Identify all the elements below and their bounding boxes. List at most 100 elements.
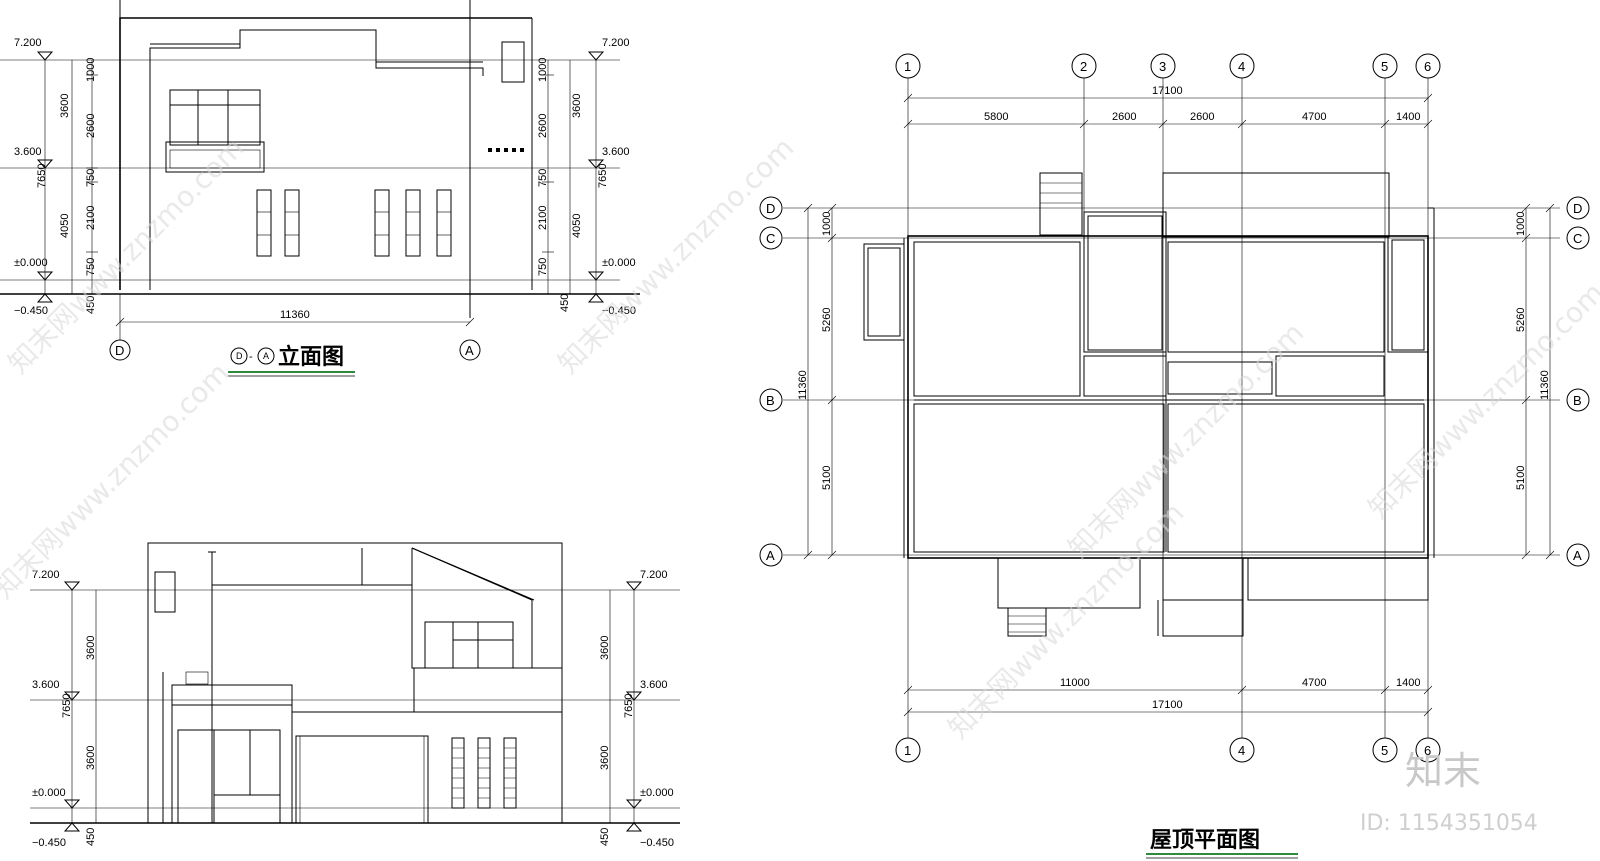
- level-label: −0.450: [14, 305, 48, 317]
- dimension: 5260: [821, 308, 833, 332]
- dimension: 450: [559, 294, 571, 312]
- dimension-total: 17100: [1152, 85, 1183, 97]
- level-label: 7.200: [32, 569, 60, 581]
- dimension: 3600: [85, 746, 97, 770]
- level-label: ±0.000: [602, 257, 636, 269]
- dimension-total: 11360: [797, 370, 809, 400]
- title-dash: -: [249, 351, 253, 363]
- axis-label: A: [465, 343, 474, 358]
- axis-label: C: [1573, 231, 1582, 246]
- level-label: ±0.000: [14, 257, 48, 269]
- level-label: ±0.000: [640, 787, 674, 799]
- level-label: −0.450: [32, 837, 66, 849]
- lower-windows: [256, 189, 452, 257]
- axis-label: 5: [1381, 743, 1388, 758]
- dimension: 750: [85, 258, 97, 276]
- axis-label: 1: [904, 743, 911, 758]
- dimension: 3600: [85, 636, 97, 660]
- dimension: 3600: [59, 94, 71, 118]
- level-label: 3.600: [640, 679, 668, 691]
- watermark-text: 知末网www.znzmo.com: [552, 131, 801, 380]
- dimension: 7650: [597, 164, 609, 188]
- title-axis-mark: A: [263, 351, 269, 361]
- level-label: ±0.000: [32, 787, 66, 799]
- vent-holes: [488, 148, 524, 152]
- watermark-text: 知末网www.znzmo.com: [1062, 316, 1311, 565]
- level-label: 7.200: [602, 37, 630, 49]
- watermark-text: 知末网www.znzmo.com: [1362, 276, 1600, 525]
- axis-label: 6: [1424, 59, 1431, 74]
- roof-plan: 17100 5800 2600 2600 4700 1400 11000 470…: [759, 53, 1590, 859]
- axis-label: 4: [1238, 743, 1245, 758]
- dimension: 450: [599, 828, 611, 846]
- image-id-label: ID: 1154351054: [1360, 811, 1538, 836]
- level-label: −0.450: [640, 837, 674, 849]
- dimension: 4700: [1302, 111, 1326, 123]
- elevation-d-a: 7.200 3.600 ±0.000 −0.450 7.200 3.600 ±0…: [0, 0, 640, 377]
- dimension: 2600: [85, 114, 97, 138]
- title-axis-mark: D: [236, 351, 243, 361]
- dimension: 2600: [1112, 111, 1136, 123]
- dimension: 450: [85, 828, 97, 846]
- dimension: 11000: [1060, 677, 1090, 689]
- dimension: 1400: [1396, 677, 1420, 689]
- dimension: 5800: [984, 111, 1008, 123]
- level-label: −0.450: [602, 305, 636, 317]
- axis-bubbles-left: D C B A: [759, 196, 783, 567]
- axis-label: D: [115, 343, 124, 358]
- axis-label: D: [1573, 201, 1582, 216]
- axis-label: 1: [904, 59, 911, 74]
- dimension: 2100: [85, 206, 97, 230]
- dimension: 2600: [1190, 111, 1214, 123]
- axis-label: B: [1573, 393, 1582, 408]
- dimension: 1000: [1515, 212, 1527, 236]
- level-label: 7.200: [640, 569, 668, 581]
- axis-label: 6: [1424, 743, 1431, 758]
- dimension: 5260: [1515, 308, 1527, 332]
- axis-label: B: [766, 393, 775, 408]
- level-label: 3.600: [602, 146, 630, 158]
- axis-label: A: [766, 548, 775, 563]
- dimension-total: 17100: [1152, 699, 1183, 711]
- upper-window: [165, 89, 265, 173]
- roof-plan-title: 屋顶平面图: [1150, 828, 1260, 853]
- dimension: 1400: [1396, 111, 1420, 123]
- dimension-total: 11360: [1539, 370, 1551, 400]
- dimension: 7650: [61, 694, 73, 718]
- dimension: 2100: [537, 206, 549, 230]
- axis-bubbles-top: 1 2 3 4 5 6: [895, 53, 1441, 79]
- width-dimension: 11360: [280, 309, 310, 321]
- dimension: 750: [85, 169, 97, 187]
- dimension: 3600: [571, 94, 583, 118]
- dimension: 1000: [85, 58, 97, 82]
- dimension: 750: [537, 169, 549, 187]
- dimension: 4700: [1302, 677, 1326, 689]
- dimension: 3600: [599, 636, 611, 660]
- dimension: 1000: [537, 58, 549, 82]
- dimension: 4050: [59, 214, 71, 238]
- dimension: 7650: [623, 694, 635, 718]
- dimension: 5100: [1515, 466, 1527, 490]
- axis-bubbles-right: D C B A: [1566, 196, 1590, 567]
- dimension: 7650: [36, 164, 48, 188]
- dimension: 750: [537, 258, 549, 276]
- axis-label: C: [766, 231, 775, 246]
- dimension: 3600: [599, 746, 611, 770]
- axis-label: 2: [1080, 59, 1087, 74]
- level-label: 3.600: [32, 679, 60, 691]
- axis-label: A: [1573, 548, 1582, 563]
- brand-logo-text: 知末: [1405, 749, 1481, 793]
- dimension: 450: [85, 296, 97, 314]
- dimension: 5100: [821, 466, 833, 490]
- axis-label: 5: [1381, 59, 1388, 74]
- axis-label: 4: [1238, 59, 1245, 74]
- axis-label: 3: [1159, 59, 1166, 74]
- dimension: 1000: [821, 212, 833, 236]
- elevation-bottom: 7.200 3.600 ±0.000 −0.450 7.200 3.600 ±0…: [30, 542, 680, 849]
- dimension: 4050: [571, 214, 583, 238]
- level-label: 7.200: [14, 37, 42, 49]
- elevation-title-text: 立面图: [278, 344, 344, 370]
- axis-bubbles-bottom: 1 4 5 6: [895, 737, 1441, 763]
- level-label: 3.600: [14, 146, 42, 158]
